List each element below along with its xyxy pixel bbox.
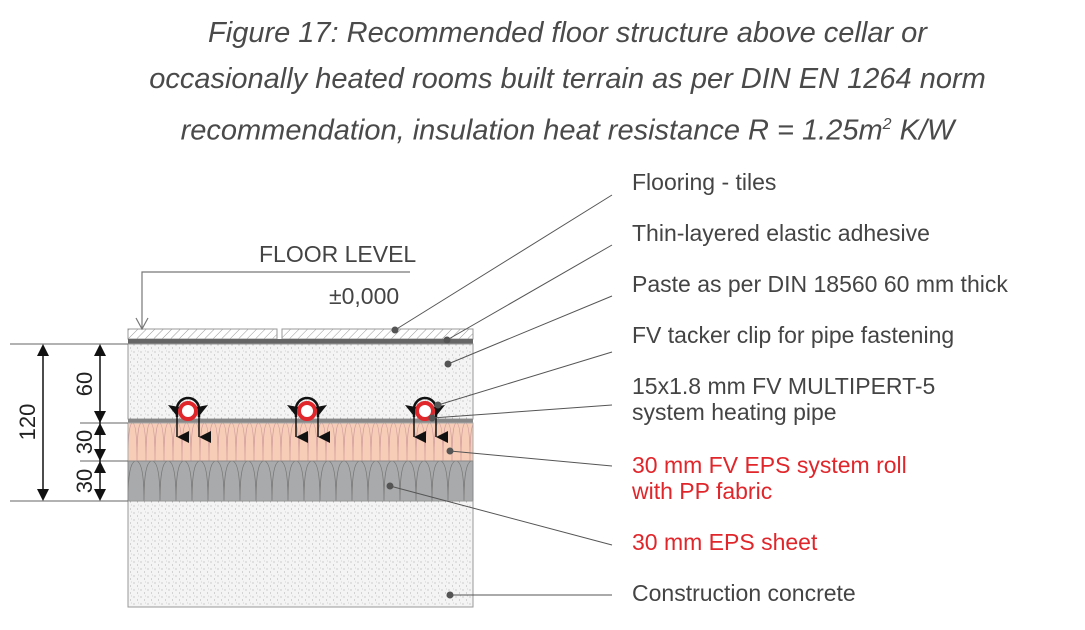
label-eps-roll-line1: 30 mm FV EPS system roll	[632, 452, 907, 478]
leader-lines	[386, 194, 613, 599]
title-line-1: Figure 17: Recommended floor structure a…	[208, 17, 927, 49]
pp-fabric	[128, 419, 473, 423]
dimension-screed: 60	[72, 372, 97, 396]
label-flooring: Flooring - tiles	[632, 169, 777, 195]
heating-pipe	[287, 396, 330, 443]
label-adhesive: Thin-layered elastic adhesive	[632, 220, 930, 246]
heating-pipe	[168, 396, 211, 443]
eps-sheet-layer	[127, 460, 474, 502]
heating-pipe	[405, 396, 448, 443]
eps-roll-layer	[127, 422, 474, 462]
adhesive-layer	[128, 339, 473, 344]
title-superscript: 2	[882, 116, 892, 133]
dimension-lines	[10, 343, 128, 502]
floor-level-marker	[135, 271, 410, 331]
label-heating-pipe-line2: system heating pipe	[632, 399, 837, 425]
dimension-sheet: 30	[72, 469, 97, 493]
label-eps-sheet: 30 mm EPS sheet	[632, 529, 818, 555]
label-heating-pipe-line1: 15x1.8 mm FV MULTIPERT-5	[632, 373, 936, 399]
label-eps-roll-line2: with PP fabric	[632, 478, 773, 504]
floor-level-value: ±0,000	[329, 283, 400, 309]
title-line-3-text: recommendation, insulation heat resistan…	[180, 114, 883, 147]
label-concrete: Construction concrete	[632, 580, 856, 606]
floor-level-label: FLOOR LEVEL	[259, 241, 417, 267]
dimension-total: 120	[15, 404, 40, 441]
title-line-3: recommendation, insulation heat resistan…	[0, 102, 1085, 154]
title-unit: K/W	[891, 114, 955, 147]
label-tacker-clip: FV tacker clip for pipe fastening	[632, 322, 955, 348]
label-paste: Paste as per DIN 18560 60 mm thick	[632, 271, 1008, 297]
concrete-layer	[127, 500, 474, 608]
tile-left	[127, 328, 278, 340]
title-line-2: occasionally heated rooms built terrain …	[149, 63, 986, 95]
figure-title: Figure 17: Recommended floor structure a…	[0, 10, 1085, 154]
dimension-roll: 30	[72, 430, 97, 454]
tile-right	[281, 328, 474, 340]
